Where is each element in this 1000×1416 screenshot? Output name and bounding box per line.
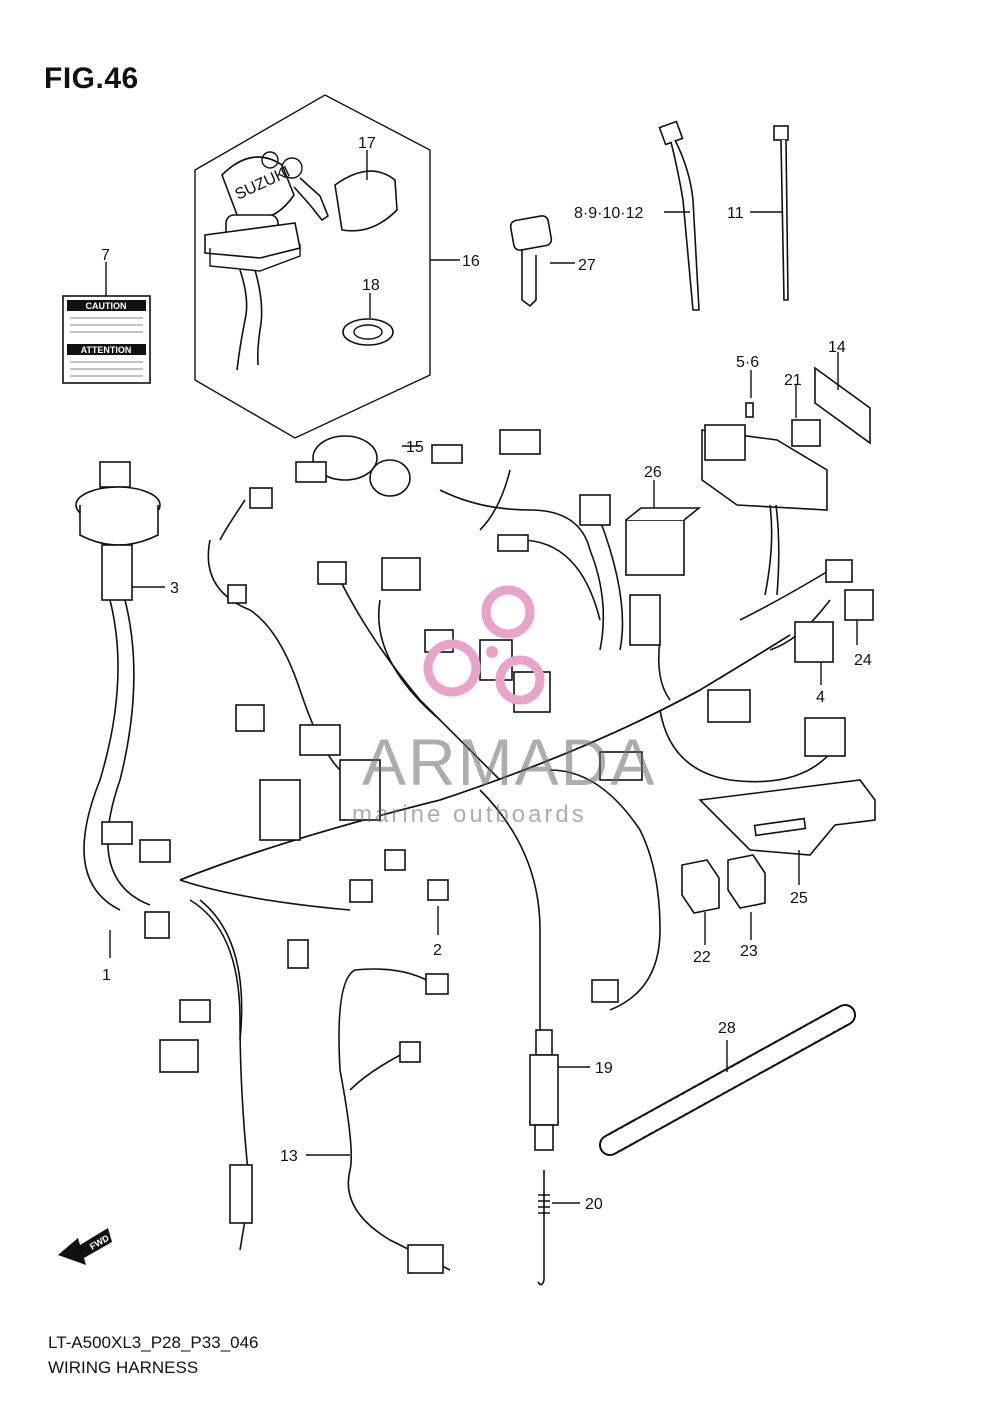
callout-5-6: 5·6 (736, 354, 759, 371)
callout-20: 20 (585, 1196, 603, 1213)
callout-19: 19 (595, 1060, 613, 1077)
callout-3: 3 (170, 580, 179, 597)
callout-17: 17 (358, 135, 376, 152)
figure-title: FIG.46 (44, 62, 139, 95)
oxygen-sensor (529, 1029, 590, 1286)
fuse-box-assembly (701, 352, 871, 596)
forward-arrow-icon: FWD (58, 1228, 112, 1265)
spare-key (509, 215, 575, 308)
caution-label: CAUTION (86, 301, 127, 311)
callout-28: 28 (718, 1020, 736, 1037)
watermark-brand: ARMADA (362, 725, 656, 799)
watermark-logo-icon (423, 585, 545, 705)
callout-1: 1 (102, 967, 111, 984)
callout-13: 13 (280, 1148, 298, 1165)
mounting-bracket (681, 779, 876, 945)
callout-26: 26 (644, 464, 662, 481)
model-code: LT-A500XL3_P28_P33_046 (48, 1333, 259, 1352)
watermark: ARMADA marine outboards (352, 585, 656, 828)
relay (625, 480, 702, 576)
lead-wire (306, 968, 451, 1274)
callout-27: 27 (578, 257, 596, 274)
callout-8-12: 8·9·10·12 (574, 205, 643, 222)
cable-ties (658, 120, 789, 311)
callout-15: 15 (406, 439, 424, 456)
watermark-tagline: marine outboards (352, 801, 587, 828)
callout-25: 25 (790, 890, 808, 907)
ignition-switch-assembly: SUZUKI (194, 94, 460, 439)
callout-21: 21 (784, 372, 802, 389)
callout-7: 7 (101, 247, 110, 264)
callout-24: 24 (854, 652, 872, 669)
callout-14: 14 (828, 339, 846, 356)
corrugated-tube (599, 1004, 856, 1156)
callout-22: 22 (693, 949, 711, 966)
callout-11: 11 (727, 205, 744, 222)
attention-label: ATTENTION (81, 345, 132, 355)
callout-16: 16 (462, 253, 480, 270)
callout-4: 4 (816, 689, 825, 706)
socket-cap (295, 435, 420, 497)
callout-23: 23 (740, 943, 758, 960)
callout-2: 2 (433, 942, 442, 959)
section-name: WIRING HARNESS (48, 1358, 199, 1377)
caution-decal: CAUTION ATTENTION (62, 262, 151, 384)
sub-harness (75, 461, 165, 911)
main-wiring-harness (101, 429, 874, 1251)
callout-18: 18 (362, 277, 380, 294)
